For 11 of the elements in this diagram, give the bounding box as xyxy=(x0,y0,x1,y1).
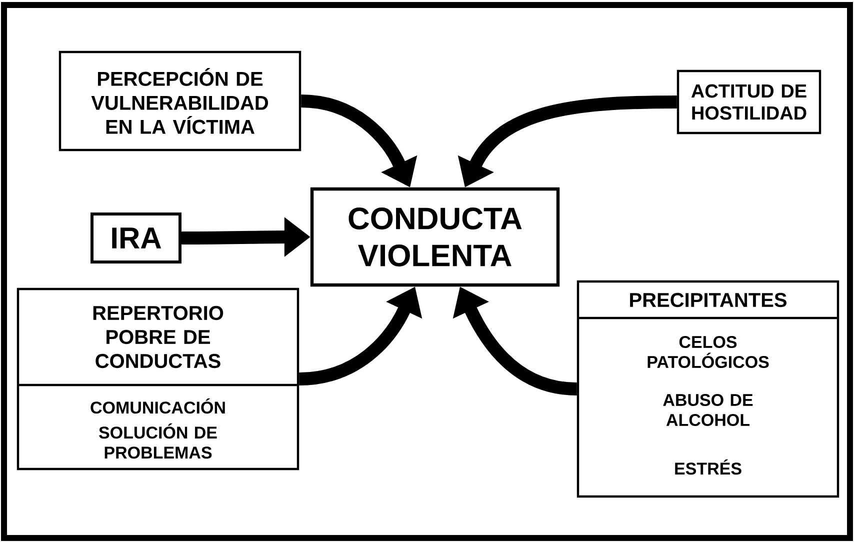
list-item: CELOS PATOLÓGICOS xyxy=(648,336,769,368)
main-box: CONDUCTA VIOLENTA xyxy=(310,187,560,287)
factor-box: PERCEPCIÓN DE VULNERABILIDAD EN LA VÍCTIMA xyxy=(58,50,302,152)
panel-heading: PRECIPITANTES xyxy=(630,292,786,308)
list-item: ABUSO DE ALCOHOL xyxy=(663,394,753,426)
factor-box: IRA xyxy=(90,212,182,264)
panel-heading: REPERTORIO POBRE DE CONDUCTAS xyxy=(93,306,224,368)
list-item: SOLUCIÓN DE PROBLEMAS xyxy=(98,423,217,459)
list-item: ESTRÉS xyxy=(675,459,742,475)
list-item: COMUNICACIÓN xyxy=(90,398,225,414)
factor-box: ACTITUD DE HOSTILIDAD xyxy=(676,70,822,134)
